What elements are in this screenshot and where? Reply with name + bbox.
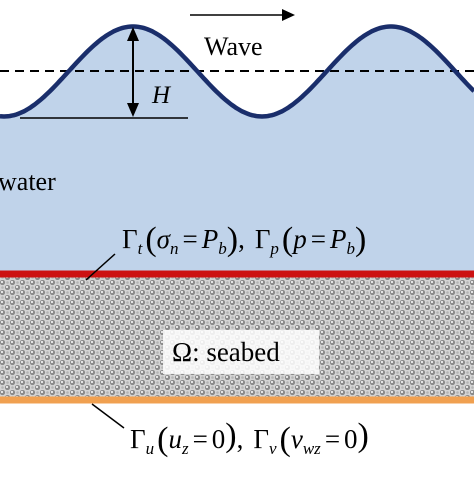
wave-direction-arrow: [190, 9, 295, 21]
wave-surface: [0, 24, 474, 119]
water-label: water: [0, 167, 56, 196]
seabed-label-box: [163, 330, 319, 374]
interface-leader-line: [85, 253, 116, 281]
seabed-label: Ω: seabed: [172, 337, 280, 367]
bottom-condition: Γu(uz=0),Γv(vwz=0): [130, 417, 369, 458]
wave-height-label: H: [151, 82, 172, 109]
bottom-leader-line: [91, 403, 125, 429]
wave-label: Wave: [204, 32, 263, 61]
water-region: [0, 26, 474, 274]
interface-condition: Γt(σn=Pb),Γp(p=Pb): [122, 221, 366, 258]
wave-height-arrow: [127, 27, 139, 117]
below-seabed-region: [0, 404, 474, 474]
